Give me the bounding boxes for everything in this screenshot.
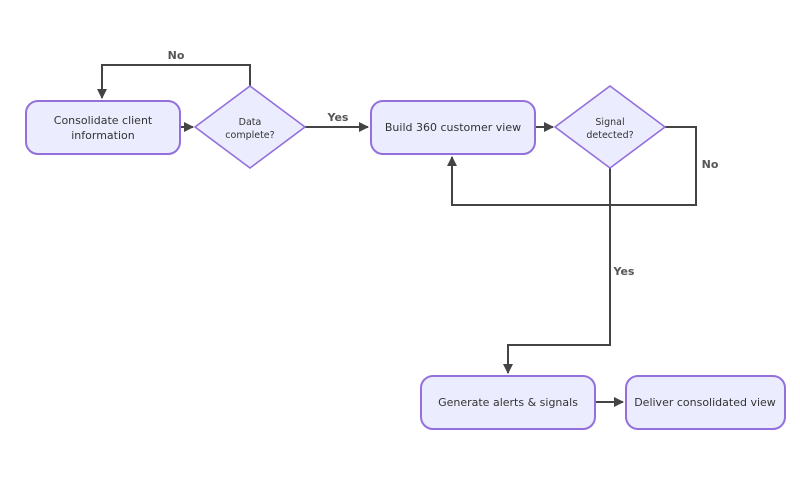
node-deliver-consolidated-view[interactable]: Deliver consolidated view [625,375,786,430]
edge-label-data-no: No [168,49,185,62]
node-build-360-customer-view[interactable]: Build 360 customer view [370,100,536,155]
decision-data-line2: complete? [225,130,274,141]
decision-data-line1: Data [239,117,262,128]
node-consolidate-line2: information [71,129,135,142]
edge-signal-yes [503,168,611,374]
node-build-label: Build 360 customer view [385,121,521,134]
decision-data-complete[interactable]: Data complete? [193,85,307,169]
node-generate-alerts-signals[interactable]: Generate alerts & signals [420,375,596,430]
decision-signal-detected[interactable]: Signal detected? [553,85,667,169]
edge-signal-no-loop [447,126,697,206]
edge-label-signal-no: No [702,158,719,171]
node-generate-label: Generate alerts & signals [438,396,578,409]
node-consolidate-client-information[interactable]: Consolidate client information [25,100,181,155]
edge-data-complete-no-loop [97,64,251,99]
edge-label-data-yes: Yes [327,111,349,124]
decision-signal-line1: Signal [595,117,624,128]
node-consolidate-line1: Consolidate client [54,114,153,127]
edge-label-signal-yes: Yes [613,265,635,278]
decision-signal-line2: detected? [586,130,633,141]
node-deliver-label: Deliver consolidated view [634,396,776,409]
